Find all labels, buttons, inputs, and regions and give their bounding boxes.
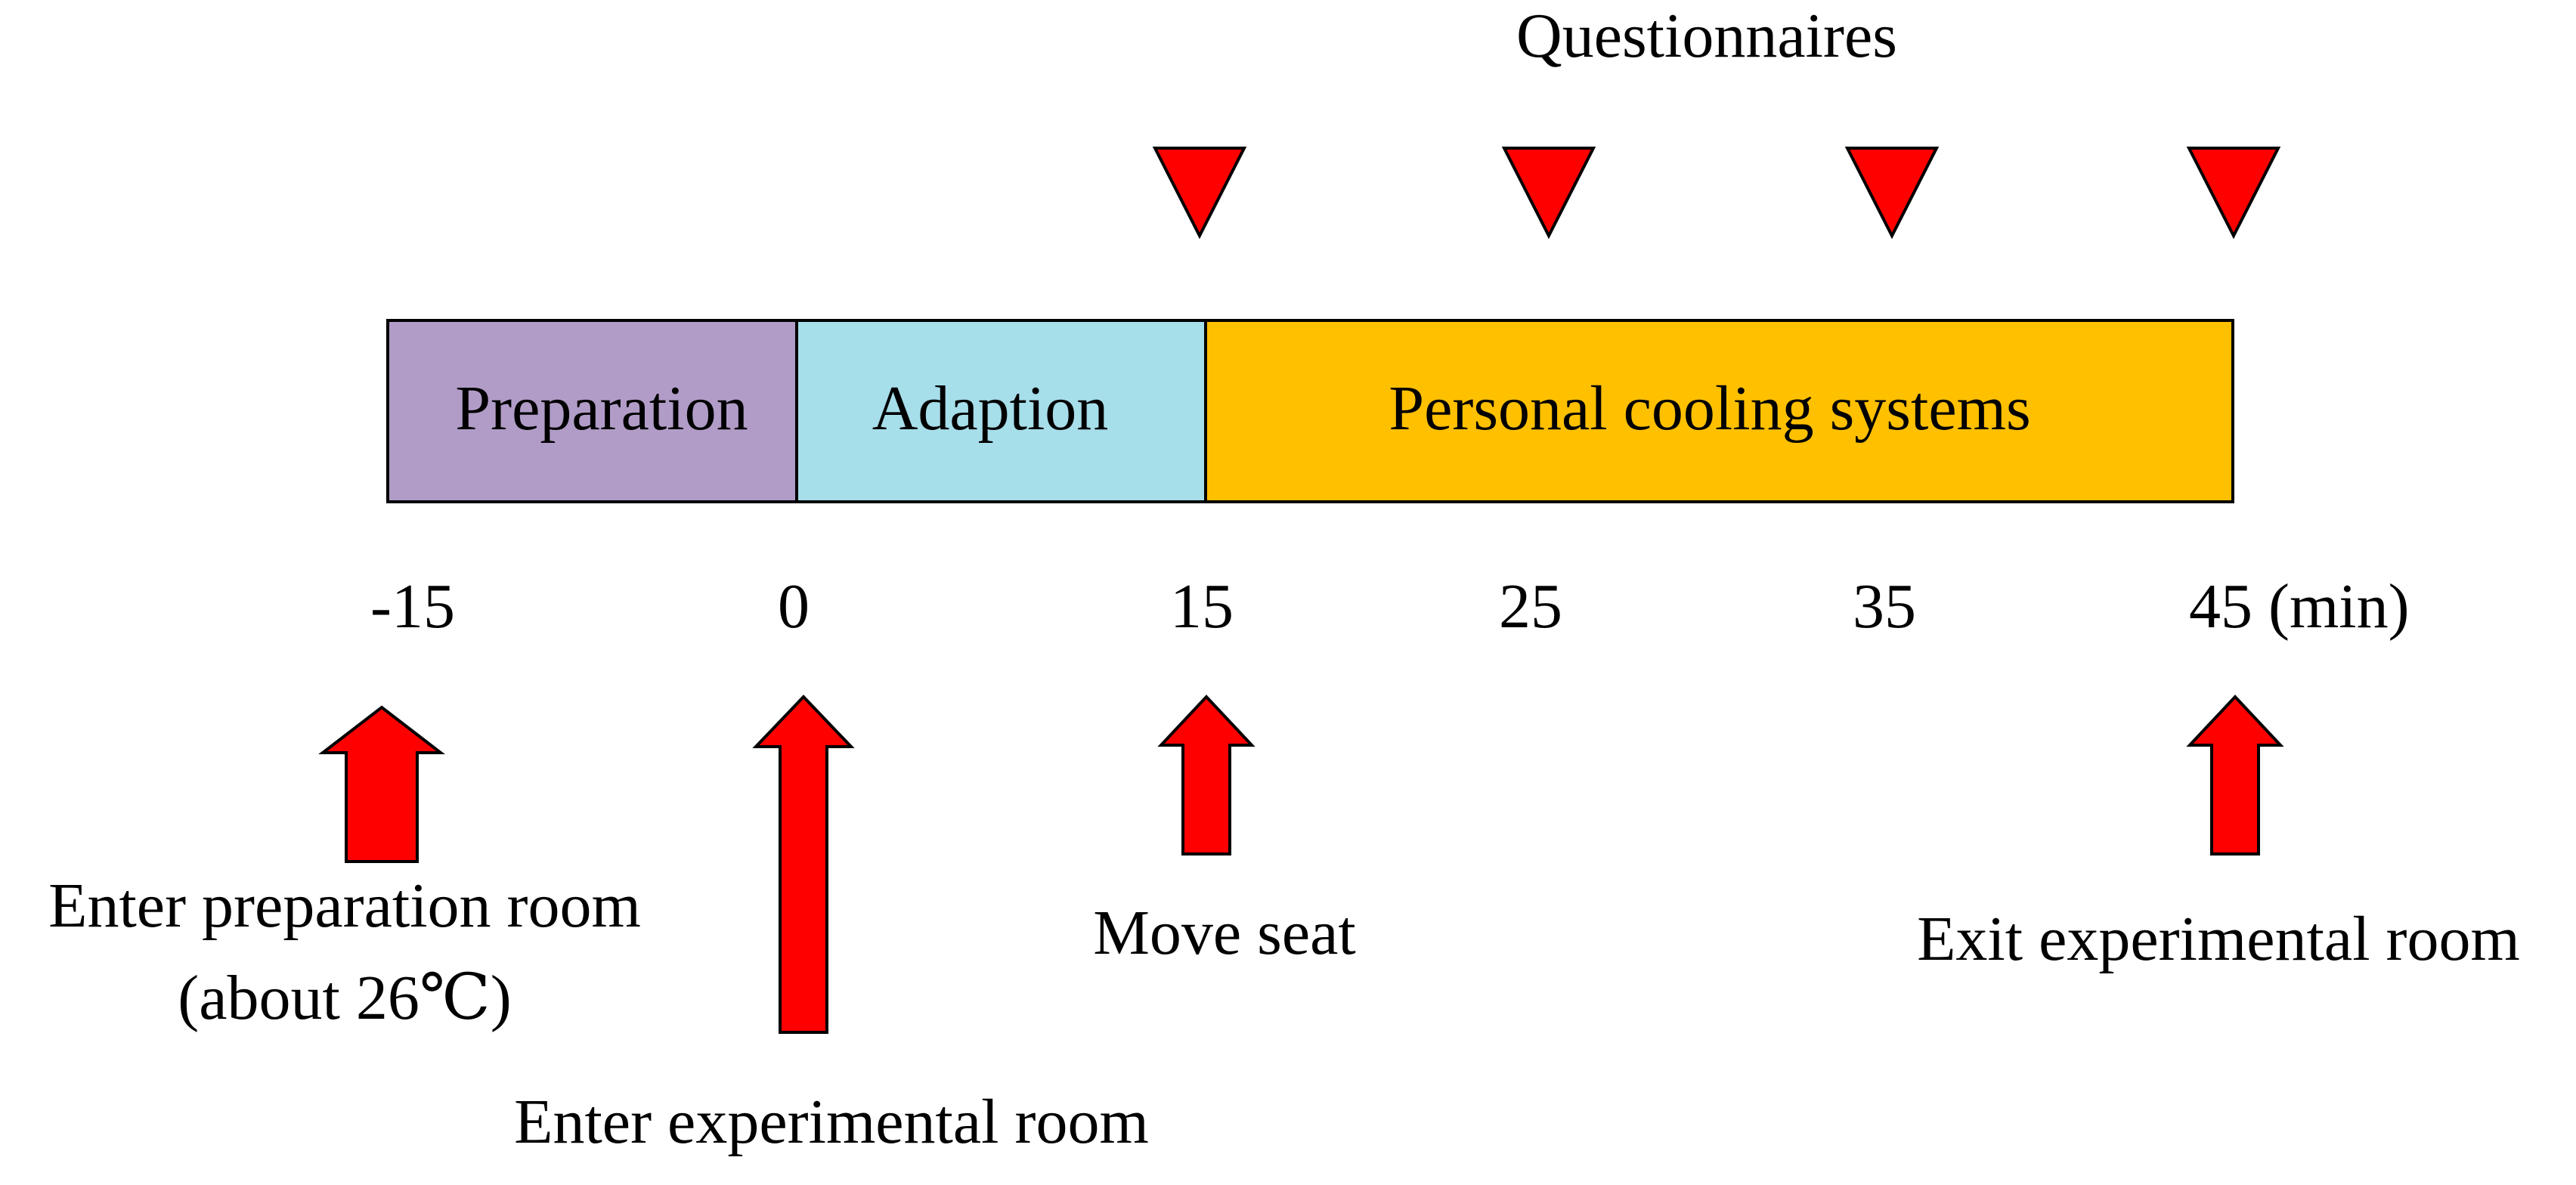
- questionnaires-label: Questionnaires: [1516, 1, 1897, 71]
- event-arrows: [318, 695, 2284, 1034]
- questionnaire-marker-15: [1152, 147, 1247, 240]
- event-exit-experimental-label: Exit experimental room: [1917, 904, 2520, 974]
- questionnaire-marker-45: [2186, 147, 2281, 240]
- phase-adaption-segment: [795, 319, 1207, 503]
- phase-preparation-segment: [386, 319, 798, 503]
- phase-personal-cooling-segment: [1204, 319, 2234, 503]
- arrow-up-icon: [2186, 695, 2284, 855]
- phase-preparation-label: Preparation: [455, 373, 748, 444]
- phase-personal-cooling-label: Personal cooling systems: [1389, 373, 2030, 444]
- questionnaire-markers: [1152, 147, 2281, 240]
- tick-label: 35: [1853, 571, 1916, 642]
- tick-label-final: 45 (min): [2189, 571, 2410, 642]
- phase-adaption-label: Adaption: [872, 373, 1109, 444]
- questionnaire-marker-35: [1844, 147, 1940, 240]
- tick-label: 25: [1499, 571, 1562, 642]
- arrow-up-icon: [752, 695, 855, 1034]
- arrow-up-icon: [318, 705, 445, 863]
- event-enter-experimental-label: Enter experimental room: [514, 1087, 1149, 1157]
- event-move-seat-label: Move seat: [1093, 898, 1356, 968]
- tick-label: -15: [370, 571, 455, 642]
- event-labels: Enter preparation room (about 26℃) Enter…: [48, 871, 2520, 1157]
- phase-bar: Preparation Adaption Personal cooling sy…: [386, 319, 2234, 503]
- tick-label: 15: [1170, 571, 1234, 642]
- event-enter-preparation-note: (about 26℃): [178, 963, 512, 1033]
- arrow-up-icon: [1157, 695, 1255, 855]
- tick-label: 0: [778, 571, 810, 642]
- questionnaire-marker-25: [1501, 147, 1596, 240]
- event-enter-preparation-label: Enter preparation room: [48, 871, 641, 941]
- time-axis-labels: -15 0 15 25 35 45 (min): [370, 571, 2410, 642]
